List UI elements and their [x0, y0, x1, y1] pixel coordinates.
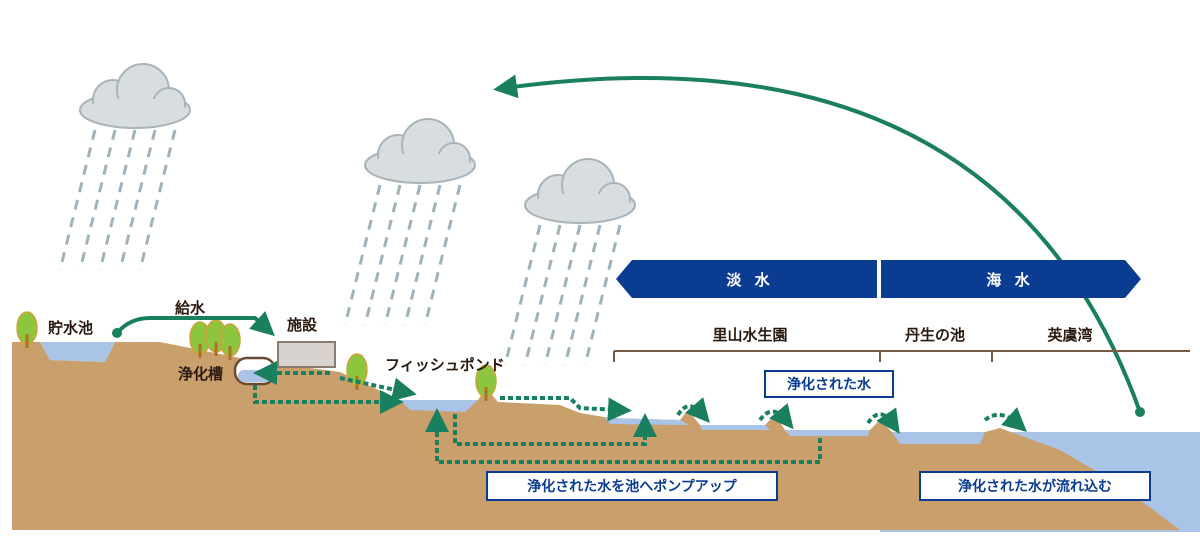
seawater-band [881, 260, 1141, 298]
tank-water [238, 370, 272, 382]
facility-label: 施設 [287, 316, 318, 334]
flow-arrow [983, 407, 1027, 432]
flow-arrow [500, 396, 632, 422]
flow-arrow [253, 385, 404, 414]
ground [12, 342, 1180, 530]
flow-arrow [758, 403, 794, 430]
flow-arrow [866, 407, 900, 434]
freshwater-label: 淡 水 [726, 271, 773, 289]
pump-arrow [425, 408, 822, 464]
evaporation-arrow [493, 74, 1142, 413]
reservoir-pond [40, 342, 115, 362]
purified-water-label: 浄化された水 [787, 376, 872, 393]
flows-in-box [919, 471, 1151, 501]
cloud-icon [343, 118, 476, 327]
cloud-icon [503, 158, 636, 367]
flows-in-label: 浄化された水が流れ込む [958, 478, 1112, 495]
freshwater-band [616, 260, 877, 298]
reservoir-label: 貯水池 [48, 319, 93, 337]
pond [785, 430, 870, 436]
facility-building [277, 341, 336, 368]
pond [700, 425, 770, 430]
ago-bay-label: 英虞湾 [1047, 326, 1092, 344]
pump-arrow [453, 413, 657, 446]
purified-water-box [764, 370, 894, 398]
nyu-pond-water [892, 432, 985, 444]
pump-up-box [486, 471, 778, 501]
pump-up-label: 浄化された水を池へポンプアップ [527, 478, 738, 495]
cloud-icon [58, 63, 191, 272]
seawater-label: 海 水 [986, 271, 1033, 289]
arrow-origin [1135, 407, 1145, 417]
arrow-origin [112, 328, 122, 338]
flow-arrow [676, 397, 710, 424]
fish-pond-label: フィッシュポンド [385, 356, 505, 374]
fish-pond [400, 400, 478, 412]
septic-tank-label: 浄化槽 [178, 365, 223, 383]
area-bracket [613, 350, 1190, 362]
satoyama-label: 里山水生園 [712, 326, 787, 344]
flow-arrow [339, 376, 417, 402]
nyu-pond-label: 丹生の池 [905, 326, 965, 344]
supply-label: 給水 [175, 299, 206, 317]
